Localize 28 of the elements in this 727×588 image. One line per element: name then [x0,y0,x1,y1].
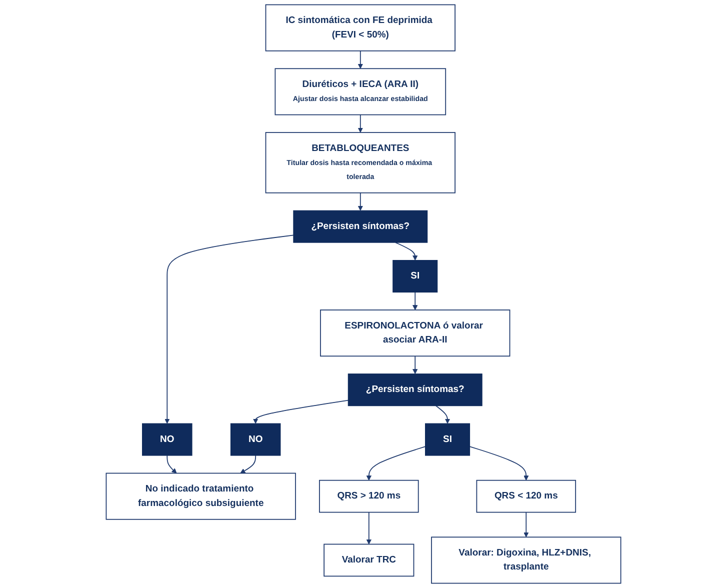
node-box: No indicado tratamiento farmacológico subsiguiente [106,472,296,520]
node-box: QRS < 120 ms [476,480,576,513]
arrow [412,356,418,374]
node-box: Valorar: Digoxina, HLZ+DNIS, trasplante [431,536,622,584]
arrow [366,512,372,544]
arrow [436,405,450,424]
node-box: ¿Persisten síntomas? [348,374,482,406]
arrow [252,400,349,424]
node-box: QRS > 120 ms [319,480,419,513]
arrow [358,192,363,211]
node-box: ESPIRONOLACTONA ó valorar asociar ARA-II [320,310,510,357]
arrow [358,114,363,133]
node-box: ¿Persisten síntomas? [293,210,428,243]
node-box: NO [230,423,281,456]
arrow [358,50,363,69]
node-box: NO [142,423,192,456]
arrow [366,446,426,481]
node-box: Valorar TRC [324,544,414,577]
arrow [469,446,529,481]
arrow [524,512,529,538]
arrow [164,234,294,424]
node-box: SI [425,423,470,456]
arrow [240,455,256,474]
node-box: SI [392,260,438,293]
arrow [395,242,418,261]
arrow [412,292,418,310]
node-box: IC sintomática con FE deprimida (FEVI < 50%) [265,4,456,52]
arrow [166,455,177,474]
